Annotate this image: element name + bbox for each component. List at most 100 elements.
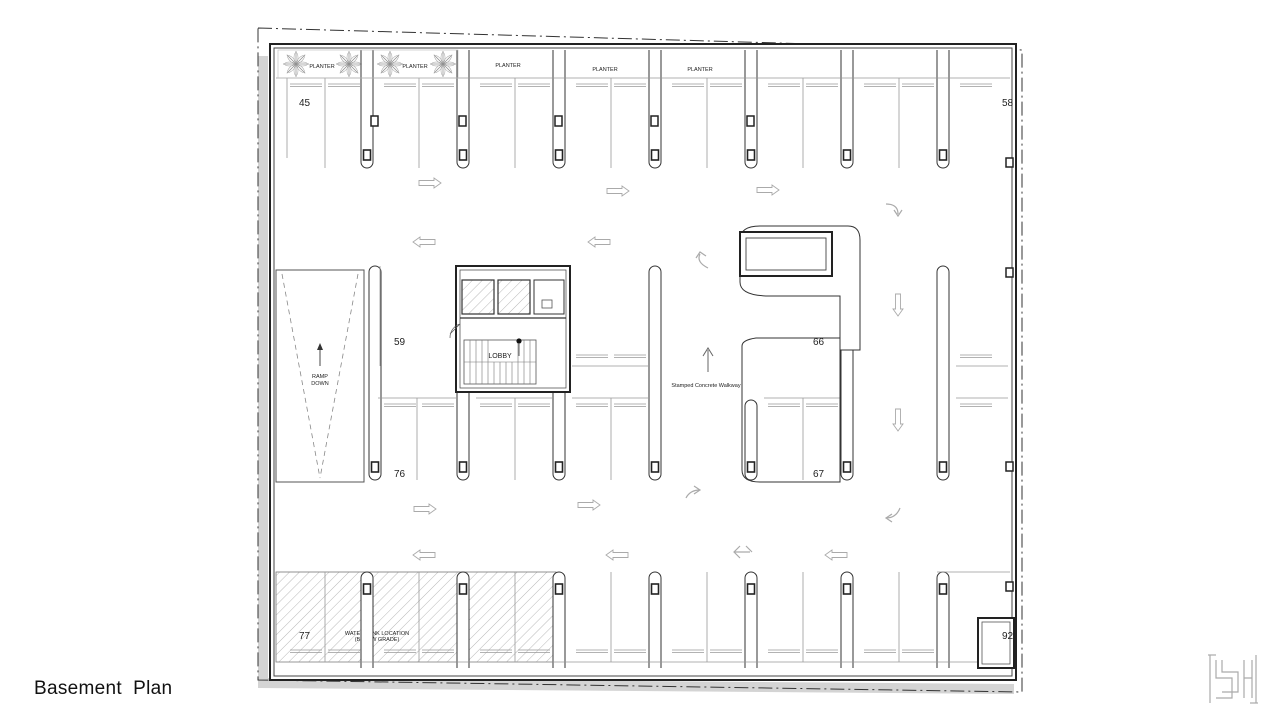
stall-number-67: 67 [813, 469, 825, 480]
structural-columns [362, 115, 1014, 658]
column [370, 461, 380, 473]
traffic-arrow-icon [418, 177, 442, 189]
stall-number-58: 58 [1002, 98, 1014, 109]
water-tank-area [275, 571, 557, 663]
turn-arrow-icon [884, 507, 901, 523]
planter-label: PLANTER [402, 64, 427, 70]
traffic-arrow-icon [824, 549, 848, 561]
traffic-arrow-icon [605, 549, 629, 561]
stall-number-77: 77 [299, 631, 311, 642]
lobby-label: LOBBY [488, 353, 512, 360]
elevator-1 [461, 279, 495, 315]
central-island [739, 225, 861, 483]
column [650, 149, 660, 161]
island-strip [456, 50, 470, 169]
column [554, 461, 564, 473]
column [746, 583, 756, 595]
planter-plant-icon [430, 51, 456, 77]
column [370, 115, 379, 127]
building-inner-wall [273, 47, 1013, 677]
column [938, 583, 948, 595]
island-strip [840, 571, 854, 668]
island-strip [744, 399, 758, 481]
stairs [463, 339, 537, 385]
ramp-label-line2: DOWN [311, 381, 328, 387]
door-swing [449, 323, 461, 339]
wheel-stops [290, 83, 992, 653]
column [746, 149, 756, 161]
column [842, 583, 852, 595]
service-room [533, 279, 565, 315]
plan-title: Basement Plan [34, 678, 173, 699]
lobby-marker [516, 338, 522, 344]
island-strip [744, 571, 758, 668]
storage-room-outer [977, 617, 1015, 669]
traffic-arrow-icon [756, 184, 780, 196]
studio-monogram-logo [1208, 654, 1258, 704]
island-strip [840, 50, 854, 169]
turn-arrow-icon [685, 485, 702, 499]
traffic-arrows [412, 177, 904, 561]
column [842, 461, 852, 473]
turn-arrow-icon [695, 251, 709, 269]
traffic-arrow-icon [412, 236, 436, 248]
traffic-arrow-icon [577, 499, 601, 511]
column [458, 583, 468, 595]
column [746, 115, 755, 127]
island-strip [936, 50, 950, 169]
traffic-arrow-icon [606, 185, 630, 197]
traffic-arrow-icon [892, 408, 904, 432]
walkway-label: Stamped Concrete Walkway [671, 383, 740, 389]
stall-number-66: 66 [813, 337, 825, 348]
stall-number-45: 45 [299, 98, 311, 109]
column [554, 149, 564, 161]
planter-plant-icon [377, 51, 403, 77]
island-strip [936, 265, 950, 481]
column [554, 115, 563, 127]
planter-label: PLANTER [592, 67, 617, 73]
stall-number-92: 92 [1002, 631, 1014, 642]
central-planter-box [739, 231, 833, 277]
traffic-arrow-icon [587, 236, 611, 248]
elevator-2 [497, 279, 531, 315]
traffic-arrow-icon [413, 503, 437, 515]
column [458, 149, 468, 161]
column [650, 115, 659, 127]
column [554, 583, 564, 595]
island-strip [368, 265, 382, 481]
column [362, 149, 372, 161]
column [650, 583, 660, 595]
storage-room-inner [981, 621, 1011, 665]
column [938, 461, 948, 473]
column [1005, 267, 1014, 278]
column [746, 461, 756, 473]
water-tank-label-line1: WATER TANK LOCATION [345, 631, 409, 637]
island-strip [360, 50, 374, 169]
column [458, 115, 467, 127]
column [362, 583, 372, 595]
planter-label: PLANTER [309, 64, 334, 70]
planter-plant-icon [336, 51, 362, 77]
planter-plant-icon [283, 51, 309, 77]
island-strip [552, 571, 566, 668]
island-strip [648, 50, 662, 169]
column [458, 461, 468, 473]
parking-stalls [276, 77, 1010, 663]
island-strip [648, 571, 662, 668]
stall-number-59: 59 [394, 337, 406, 348]
island-strip [360, 571, 374, 668]
island-strip [744, 50, 758, 169]
stall-number-76: 76 [394, 469, 406, 480]
traffic-arrow-icon [892, 293, 904, 317]
turn-arrow-icon [733, 545, 753, 559]
island-strip [552, 50, 566, 169]
traffic-arrow-icon [412, 549, 436, 561]
planter-label: PLANTER [495, 63, 520, 69]
planter-bed [277, 49, 459, 79]
column [938, 149, 948, 161]
walkway-indicator: Stamped Concrete Walkway [671, 347, 741, 389]
column [1005, 461, 1014, 472]
water-tank-label-line2: (BELOW GRADE) [355, 637, 400, 643]
